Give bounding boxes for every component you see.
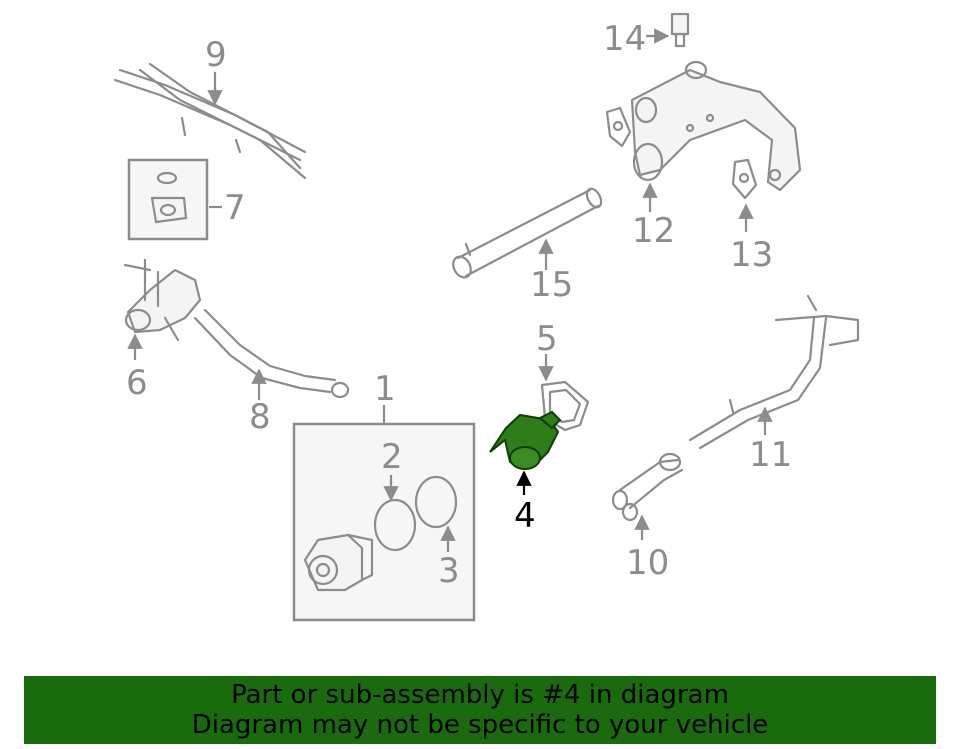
- callout-5: 5: [536, 319, 558, 359]
- part-11-pipe: [688, 294, 860, 450]
- callout-4: 4: [514, 496, 536, 536]
- part-4-thermostat-highlighted: [489, 410, 562, 495]
- callout-12: 12: [632, 211, 675, 251]
- callout-11: 11: [749, 435, 792, 475]
- callout-8: 8: [249, 397, 271, 437]
- parts-diagram: 1 2 3 4 5 6 7 8 9 10 11 12 13 14 15: [113, 12, 860, 622]
- part-6-housing: [123, 258, 202, 360]
- part-13-gaskets: [605, 106, 758, 232]
- part-1-water-pump-box: [292, 405, 476, 622]
- part-9-coolant-pipe: [113, 62, 307, 180]
- part-15-pipe: [452, 187, 603, 279]
- callout-2: 2: [381, 437, 403, 477]
- part-8-hose: [193, 308, 350, 400]
- part-12-manifold: [630, 60, 802, 212]
- callout-10: 10: [626, 543, 669, 583]
- info-banner: Part or sub-assembly is #4 in diagram Di…: [24, 676, 936, 744]
- banner-line-2: Diagram may not be specific to your vehi…: [191, 710, 769, 740]
- callout-3: 3: [438, 551, 460, 591]
- callout-15: 15: [530, 265, 573, 305]
- callout-6: 6: [126, 363, 148, 403]
- part-10-fitting: [611, 452, 684, 540]
- part-14-sensor: [646, 12, 690, 48]
- callout-14: 14: [603, 19, 646, 59]
- callout-7: 7: [224, 188, 246, 228]
- callout-13: 13: [730, 235, 773, 275]
- part-7-box: [127, 158, 222, 241]
- callout-9: 9: [205, 35, 227, 75]
- banner-line-1: Part or sub-assembly is #4 in diagram: [231, 680, 729, 710]
- callout-1: 1: [374, 369, 396, 409]
